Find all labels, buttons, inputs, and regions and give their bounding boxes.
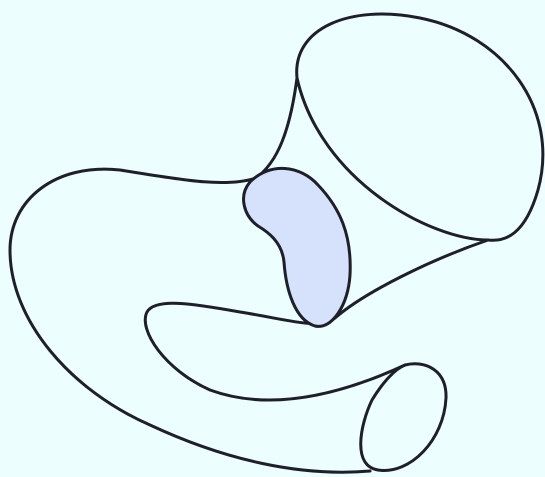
shaded-region xyxy=(244,168,351,326)
